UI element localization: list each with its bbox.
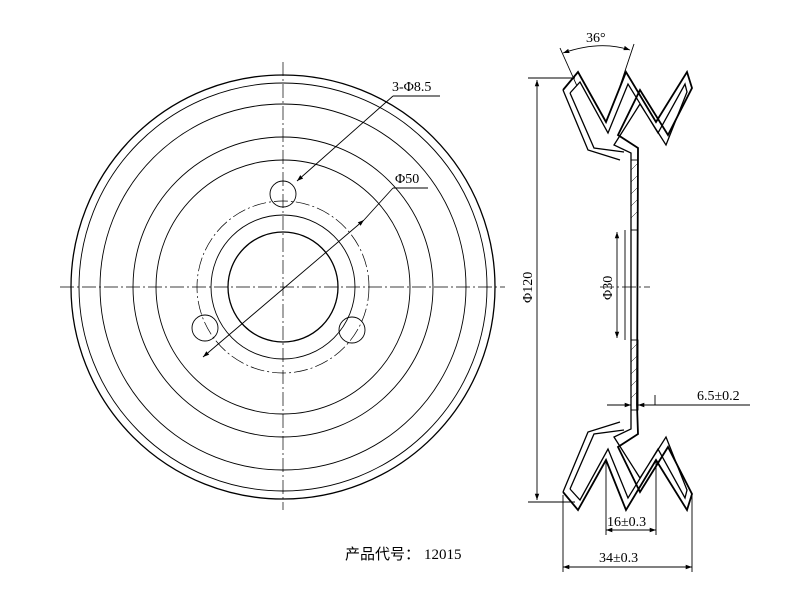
hub-hatching <box>630 162 639 399</box>
hub-plate-lower <box>630 339 639 411</box>
bolt-circle-leader <box>363 187 394 221</box>
lower-profile-inner <box>569 405 688 502</box>
lower-profile-flange <box>562 421 625 493</box>
product-code-value: 12015 <box>424 547 462 563</box>
groove-angle-arc <box>562 45 631 54</box>
front-view: 3-Φ8.5 Φ50 <box>60 62 505 510</box>
hub-offset-label: 6.5±0.2 <box>697 389 740 404</box>
mounting-hole-right <box>338 316 366 344</box>
section-view: Φ120 Φ30 36° 6.5±0.2 16±0.3 34±0.3 <box>521 31 750 572</box>
mounting-hole-left <box>191 314 219 342</box>
bolt-circle-dimension-line <box>202 219 365 358</box>
lower-profile-outer <box>562 404 693 513</box>
holes-dimension-label: 3-Φ8.5 <box>392 80 431 95</box>
upper-profile-flange <box>562 89 625 161</box>
groove-angle-label: 36° <box>586 31 606 46</box>
groove-width-label: 16±0.3 <box>607 515 646 530</box>
bore-dimension-label: Φ30 <box>601 276 616 300</box>
total-width-label: 34±0.3 <box>599 551 638 566</box>
upper-profile-outer <box>562 69 693 406</box>
od-dimension-label: Φ120 <box>521 272 536 303</box>
holes-leader-line <box>296 95 394 182</box>
hub-plate-upper <box>630 159 639 231</box>
product-code: 产品代号： 12015 <box>345 545 462 563</box>
groove-angle-line-left <box>559 47 578 87</box>
groove-angle-line-right <box>619 43 635 87</box>
bolt-circle-dimension-label: Φ50 <box>395 172 419 187</box>
upper-profile-inner <box>569 80 688 405</box>
product-code-label: 产品代号： <box>345 545 420 563</box>
